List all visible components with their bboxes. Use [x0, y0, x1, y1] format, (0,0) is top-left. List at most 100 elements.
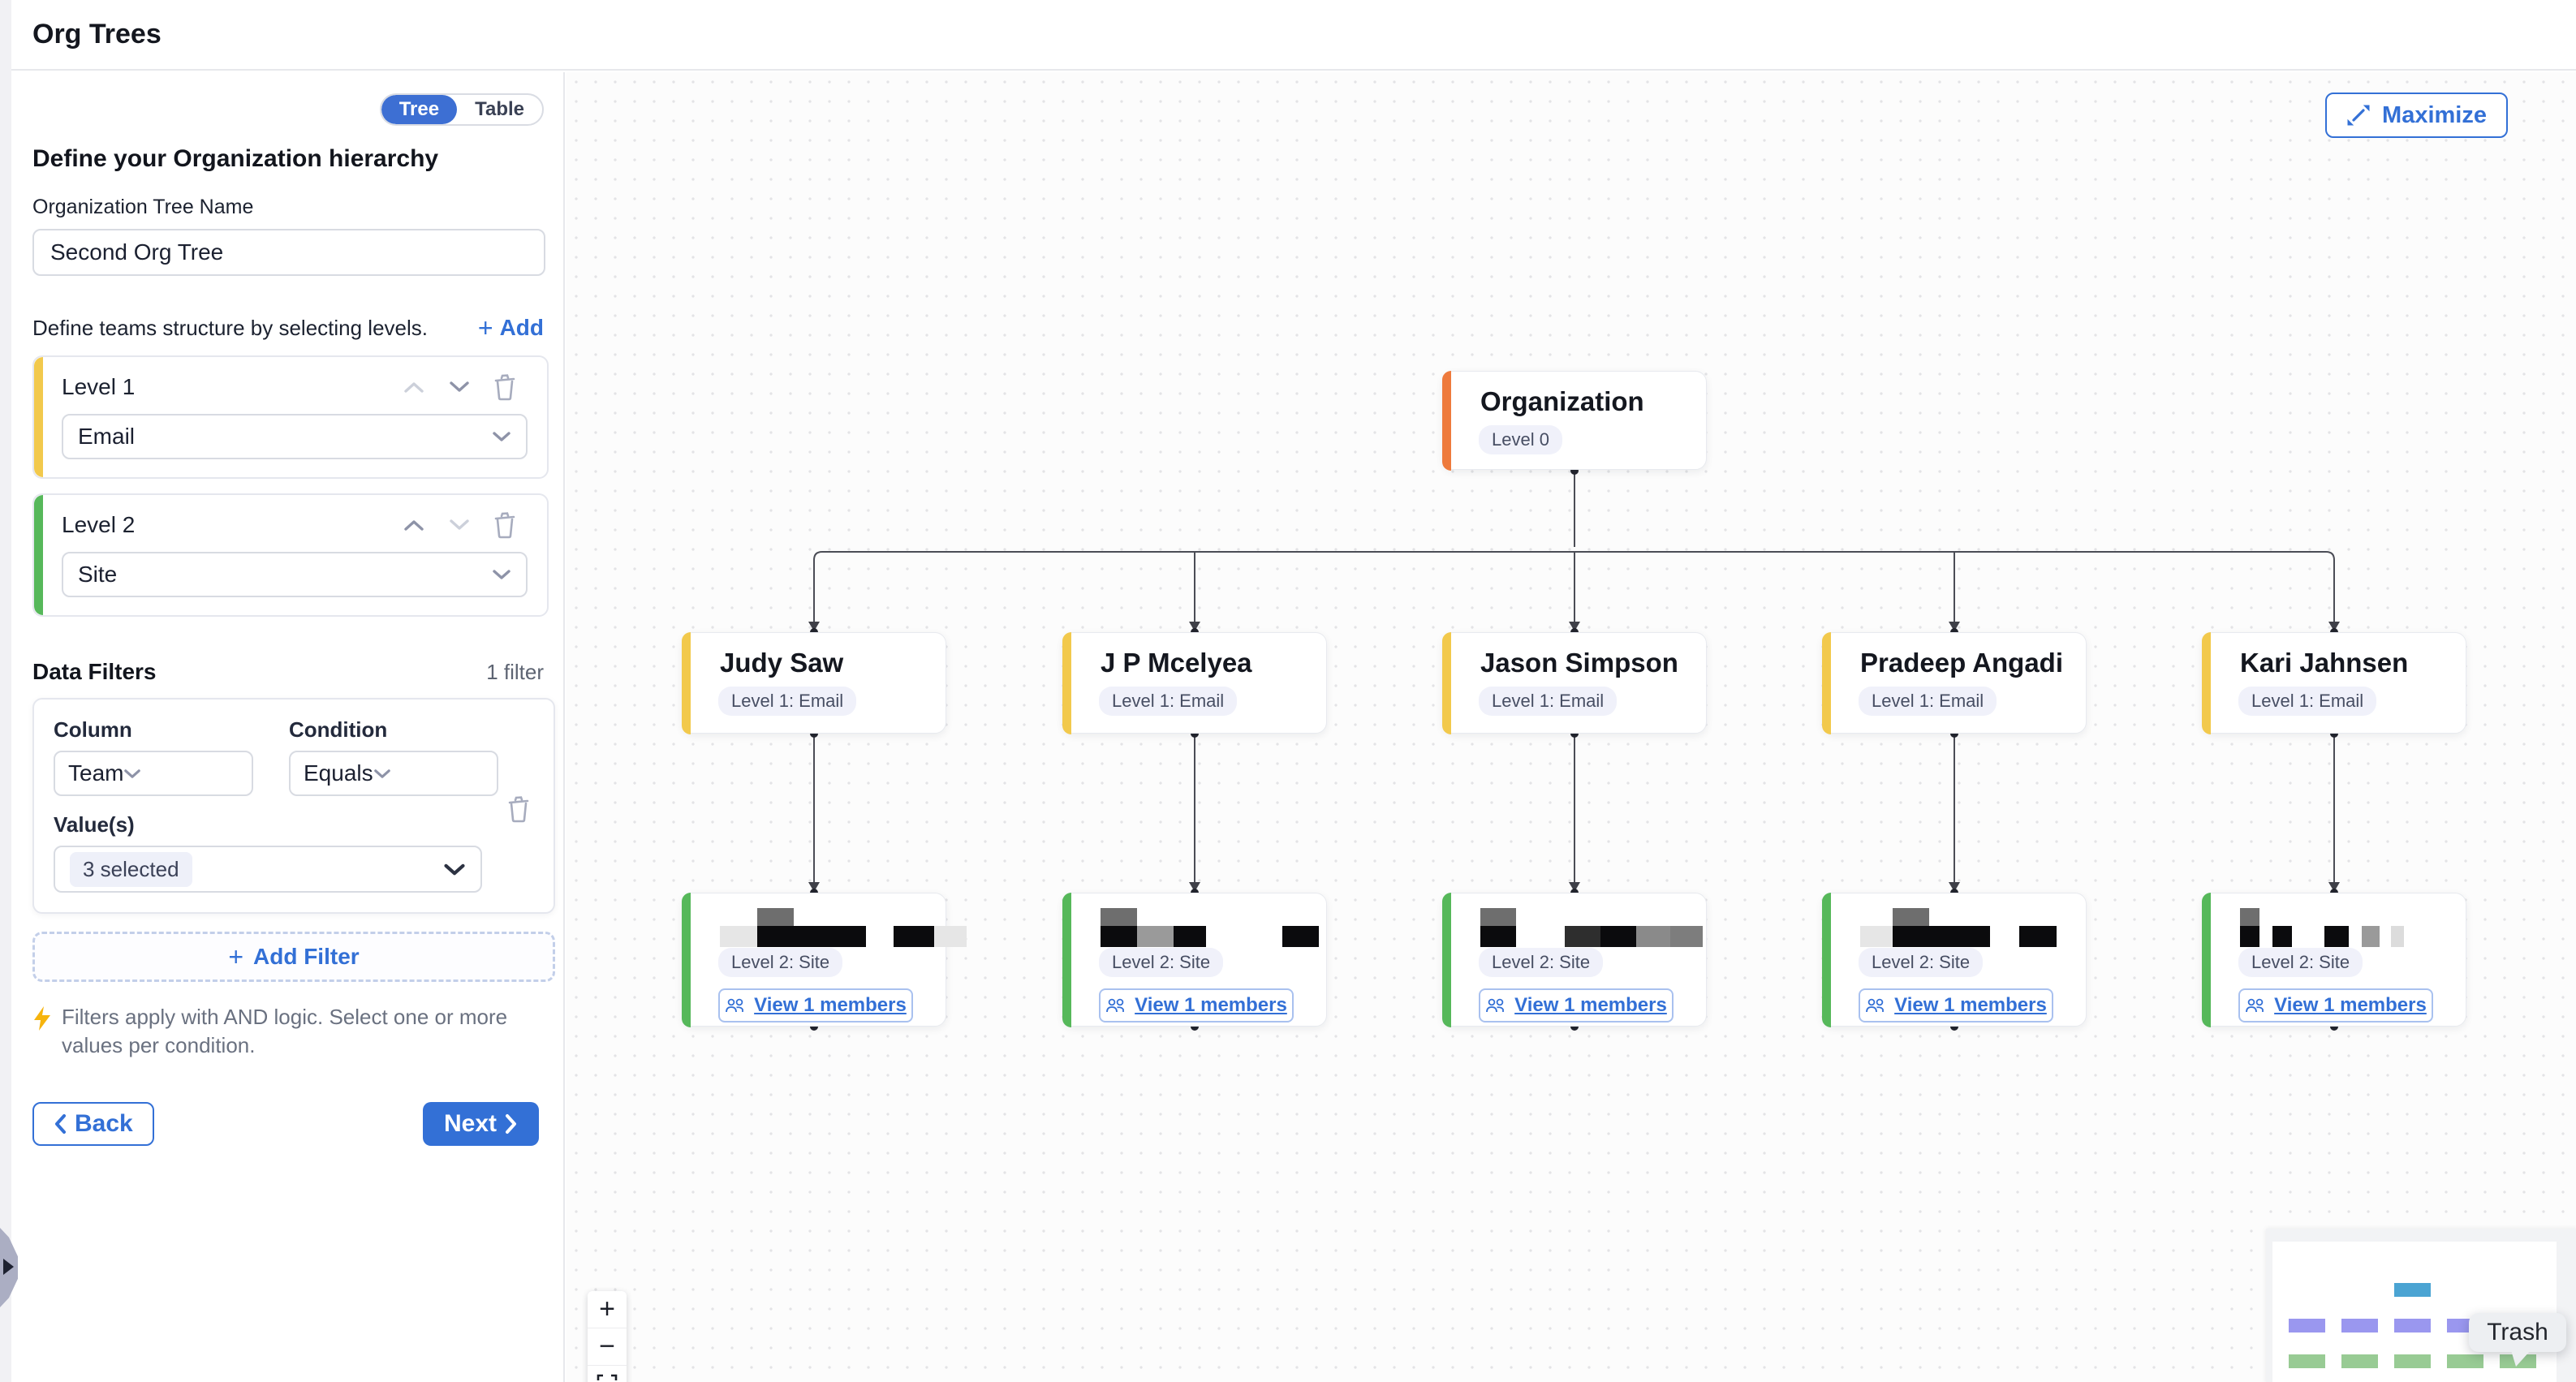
- members-icon: [1106, 998, 1125, 1013]
- add-level-button[interactable]: + Add: [477, 313, 544, 342]
- page-title: Org Trees: [32, 19, 162, 50]
- chevron-down-icon: [124, 768, 141, 778]
- org-node-level2[interactable]: Level 2: Site View 1 members: [1441, 892, 1707, 1027]
- minimap-level2-node: [2447, 1354, 2483, 1368]
- next-button[interactable]: Next: [422, 1102, 539, 1147]
- chevron-down-icon: [444, 863, 465, 875]
- page-header: Org Trees: [11, 0, 2576, 71]
- node-title: Judy Saw: [720, 648, 844, 678]
- minimap-level2-node: [2289, 1354, 2325, 1368]
- level-badge: Level 0: [1479, 425, 1562, 454]
- org-node-root[interactable]: Organization Level 0: [1441, 370, 1707, 471]
- move-down-button[interactable]: [437, 381, 482, 394]
- maximize-button[interactable]: Maximize: [2325, 93, 2508, 138]
- filters-note: Filters apply with AND logic. Select one…: [32, 1003, 519, 1060]
- org-node-level2[interactable]: Level 2: Site View 1 members: [2201, 892, 2466, 1027]
- level-badge: Level 1: Email: [1479, 687, 1618, 716]
- view-members-button[interactable]: View 1 members: [1859, 988, 2053, 1023]
- move-down-button[interactable]: [437, 519, 482, 532]
- tree-name-input[interactable]: [32, 229, 545, 276]
- members-icon: [2246, 998, 2264, 1013]
- level-badge: Level 2: Site: [1859, 948, 1984, 977]
- back-button[interactable]: Back: [32, 1102, 154, 1147]
- values-select[interactable]: 3 selected: [54, 846, 482, 893]
- level-badge: Level 2: Site: [1479, 948, 1604, 977]
- move-up-button[interactable]: [391, 381, 437, 394]
- data-filters-title: Data Filters: [32, 659, 157, 684]
- chevron-right-icon: [506, 1114, 516, 1134]
- level-1-label: Level 1: [62, 374, 136, 399]
- delete-level-button[interactable]: [482, 373, 528, 401]
- org-node-level2[interactable]: Level 2: Site View 1 members: [1062, 892, 1327, 1027]
- move-up-button[interactable]: [391, 519, 437, 532]
- chevron-down-icon: [493, 570, 510, 579]
- members-icon: [726, 998, 744, 1013]
- column-label: Column: [54, 717, 132, 742]
- minimap-level2-node: [2394, 1354, 2431, 1368]
- level-badge: Level 2: Site: [718, 948, 843, 977]
- lightning-icon: [34, 1006, 50, 1031]
- plus-icon: +: [228, 942, 243, 971]
- sidebar: Tree Table Define your Organization hier…: [11, 72, 565, 1382]
- node-title: Organization: [1480, 386, 1644, 416]
- left-rail: [0, 0, 11, 1382]
- members-icon: [1486, 998, 1505, 1013]
- filter-card: Column Team Condition Equals: [32, 698, 555, 914]
- node-title: Jason Simpson: [1480, 648, 1678, 678]
- minimap-level1-node: [2341, 1319, 2378, 1332]
- fit-view-button[interactable]: [588, 1366, 627, 1382]
- delete-filter-button[interactable]: [506, 795, 531, 827]
- view-toggle: Tree Table: [379, 93, 544, 126]
- level-badge: Level 1: Email: [2238, 687, 2377, 716]
- filter-count: 1 filter: [486, 660, 544, 684]
- view-members-button[interactable]: View 1 members: [1099, 988, 1294, 1023]
- zoom-in-button[interactable]: +: [588, 1291, 627, 1328]
- org-node-level1[interactable]: Judy Saw Level 1: Email: [681, 631, 946, 734]
- expand-icon: [2347, 105, 2370, 126]
- node-title: Kari Jahnsen: [2240, 648, 2409, 678]
- values-chip: 3 selected: [70, 851, 192, 887]
- tree-toggle-button[interactable]: Tree: [381, 95, 458, 124]
- org-node-level2[interactable]: Level 2: Site View 1 members: [1821, 892, 2087, 1027]
- org-node-level1[interactable]: Kari Jahnsen Level 1: Email: [2201, 631, 2466, 734]
- level-badge: Level 2: Site: [2238, 948, 2363, 977]
- level-badge: Level 1: Email: [718, 687, 857, 716]
- add-filter-button[interactable]: + Add Filter: [32, 932, 555, 982]
- minimap-level1-node: [2289, 1319, 2325, 1332]
- node-title: J P Mcelyea: [1101, 648, 1252, 678]
- org-node-level1[interactable]: Jason Simpson Level 1: Email: [1441, 631, 1707, 734]
- view-members-button[interactable]: View 1 members: [2238, 988, 2433, 1023]
- org-node-level1[interactable]: J P Mcelyea Level 1: Email: [1062, 631, 1327, 734]
- org-chart-canvas[interactable]: Maximize: [566, 72, 2576, 1382]
- chevron-left-icon: [55, 1114, 66, 1134]
- minimap-level2-node: [2341, 1354, 2378, 1368]
- condition-label: Condition: [289, 717, 388, 742]
- view-members-button[interactable]: View 1 members: [1479, 988, 1674, 1023]
- level-1-field-select[interactable]: Email: [62, 414, 528, 459]
- sidebar-heading: Define your Organization hierarchy: [32, 145, 439, 172]
- expand-arrow-icon: [3, 1259, 14, 1275]
- fit-view-icon: [597, 1374, 618, 1380]
- zoom-controls: + −: [588, 1291, 627, 1382]
- org-node-level1[interactable]: Pradeep Angadi Level 1: Email: [1821, 631, 2087, 734]
- level-1-card: Level 1 Email: [32, 355, 549, 479]
- table-toggle-button[interactable]: Table: [475, 98, 524, 120]
- level-2-field-select[interactable]: Site: [62, 552, 528, 597]
- values-label: Value(s): [54, 812, 135, 837]
- view-members-button[interactable]: View 1 members: [718, 988, 913, 1023]
- chevron-down-icon: [493, 432, 510, 441]
- node-title: Pradeep Angadi: [1860, 648, 2063, 678]
- tree-name-label: Organization Tree Name: [32, 196, 254, 218]
- sidebar-collapse-handle[interactable]: [0, 1228, 18, 1307]
- delete-level-button[interactable]: [482, 511, 528, 539]
- condition-select[interactable]: Equals: [289, 751, 498, 796]
- level-badge: Level 1: Email: [1099, 687, 1238, 716]
- zoom-out-button[interactable]: −: [588, 1328, 627, 1366]
- level-badge: Level 1: Email: [1859, 687, 1997, 716]
- trash-tooltip: Trash: [2469, 1313, 2566, 1367]
- chevron-down-icon: [373, 768, 390, 778]
- org-node-level2[interactable]: Level 2: Site View 1 members: [681, 892, 967, 1027]
- column-select[interactable]: Team: [54, 751, 253, 796]
- level-2-label: Level 2: [62, 512, 136, 537]
- minimap-root-node: [2394, 1283, 2431, 1297]
